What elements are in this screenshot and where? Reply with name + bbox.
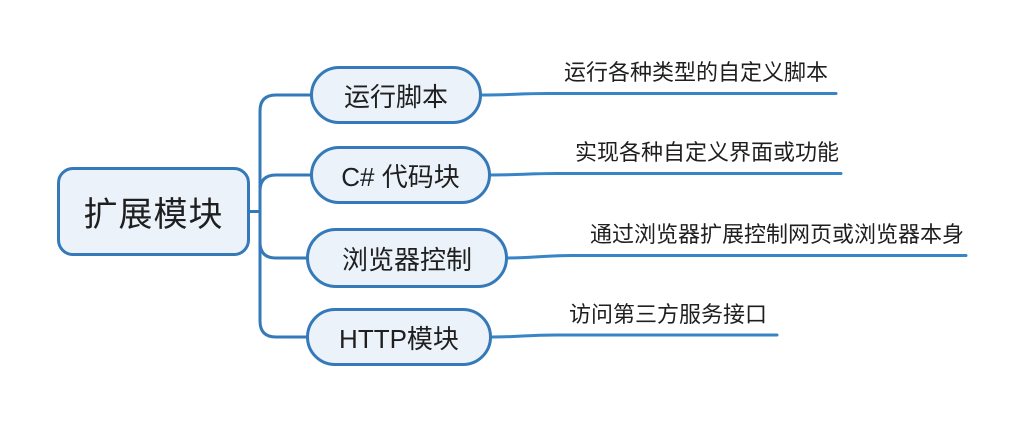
root-topic-node[interactable]: 扩展模块 [57,167,250,256]
branch-topic-label: 运行脚本 [343,81,448,112]
branch-topic-label: C# 代码块 [341,161,460,192]
note-topic-http-module-desc[interactable]: 访问第三方服务接口 [569,302,768,327]
branch-topic-label: 浏览器控制 [341,244,472,275]
root-topic-label: 扩展模块 [83,196,224,234]
note-line-1 [480,92,838,97]
trunk-connector [258,93,312,339]
branch-topic-run-script[interactable]: 运行脚本 [310,66,482,124]
branch2-elbow-connector [258,173,312,193]
note-line-2 [489,172,843,177]
branch-topic-csharp-code-block[interactable]: C# 代码块 [310,146,491,204]
branch-topic-http-module[interactable]: HTTP模块 [306,308,492,366]
branch-topic-label: HTTP模块 [339,323,459,354]
note-topic-csharp-desc[interactable]: 实现各种自定义界面或功能 [575,140,840,165]
branch-topic-browser-control[interactable]: 浏览器控制 [306,228,508,288]
note-line-3 [506,254,968,260]
note-topic-browser-control-desc[interactable]: 通过浏览器扩展控制网页或浏览器本身 [590,222,965,247]
note-line-4 [490,333,779,339]
branch3-elbow-connector [258,240,312,260]
note-topic-run-script-desc[interactable]: 运行各种类型的自定义脚本 [564,60,829,85]
